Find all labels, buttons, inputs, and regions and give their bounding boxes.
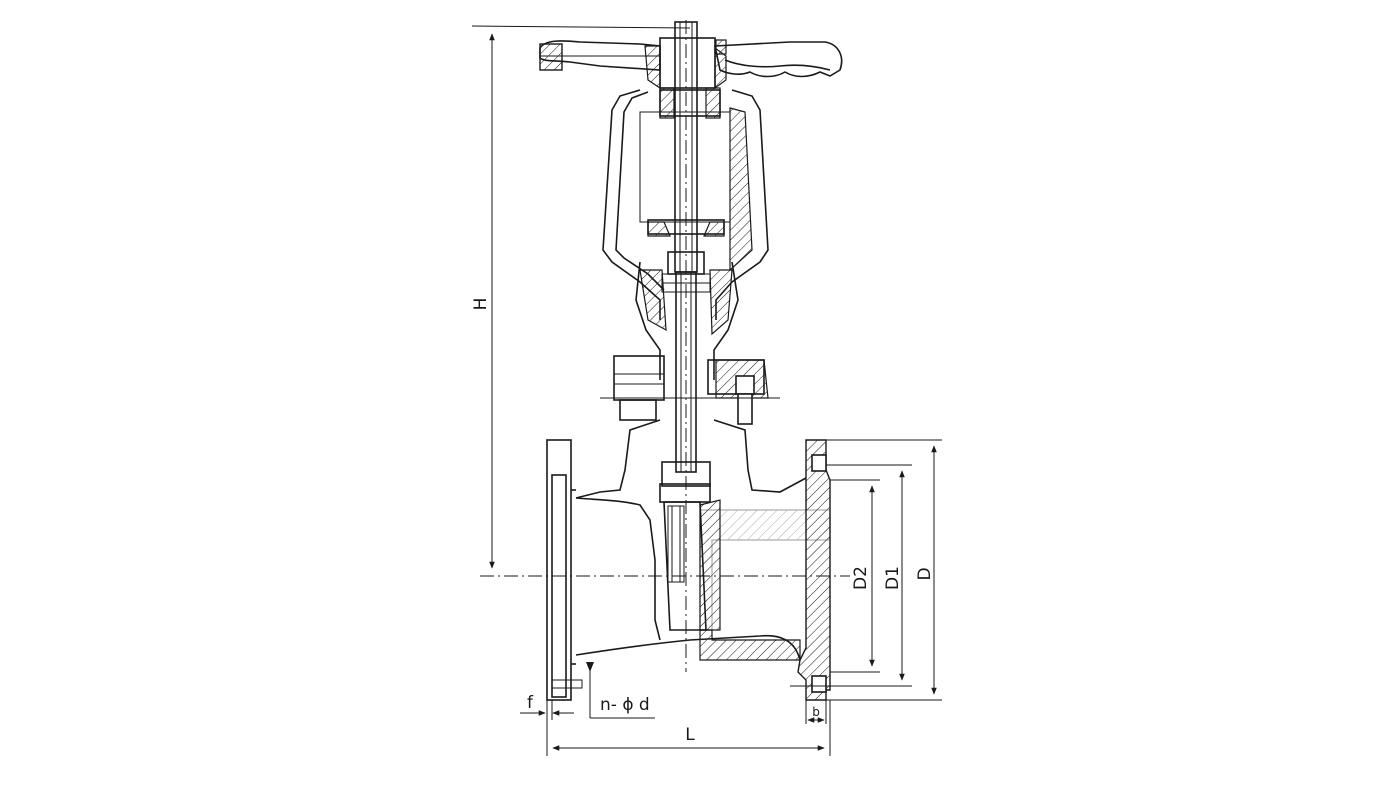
bonnet <box>635 251 739 380</box>
dimension-b: b <box>805 700 827 724</box>
handwheel <box>539 37 843 90</box>
centerlines <box>480 20 850 672</box>
dimension-h: H <box>471 25 691 569</box>
left-flange <box>546 439 583 701</box>
dimension-l: L <box>546 700 831 756</box>
yoke <box>602 89 769 320</box>
dimension-h-label: H <box>471 298 491 311</box>
dimension-d1-label: D1 <box>883 566 903 590</box>
right-flange <box>790 439 831 701</box>
stem-nut <box>659 21 721 273</box>
gate-wedge <box>659 461 711 631</box>
dimension-d2-label: D2 <box>851 566 871 590</box>
valve-body <box>575 419 831 661</box>
dimension-b-label: b <box>812 705 820 719</box>
dimension-l-label: L <box>685 725 695 745</box>
dimension-f: f <box>520 693 574 720</box>
dimension-bolt-holes-label: n- ϕ d <box>600 695 650 715</box>
dimension-bolt-holes: n- ϕ d <box>586 662 655 719</box>
dimension-d-group: D D1 D2 <box>826 439 942 701</box>
dimension-f-label: f <box>527 693 534 713</box>
stem <box>675 271 697 473</box>
body-flange <box>600 355 780 425</box>
dimension-d-label: D <box>915 567 935 580</box>
